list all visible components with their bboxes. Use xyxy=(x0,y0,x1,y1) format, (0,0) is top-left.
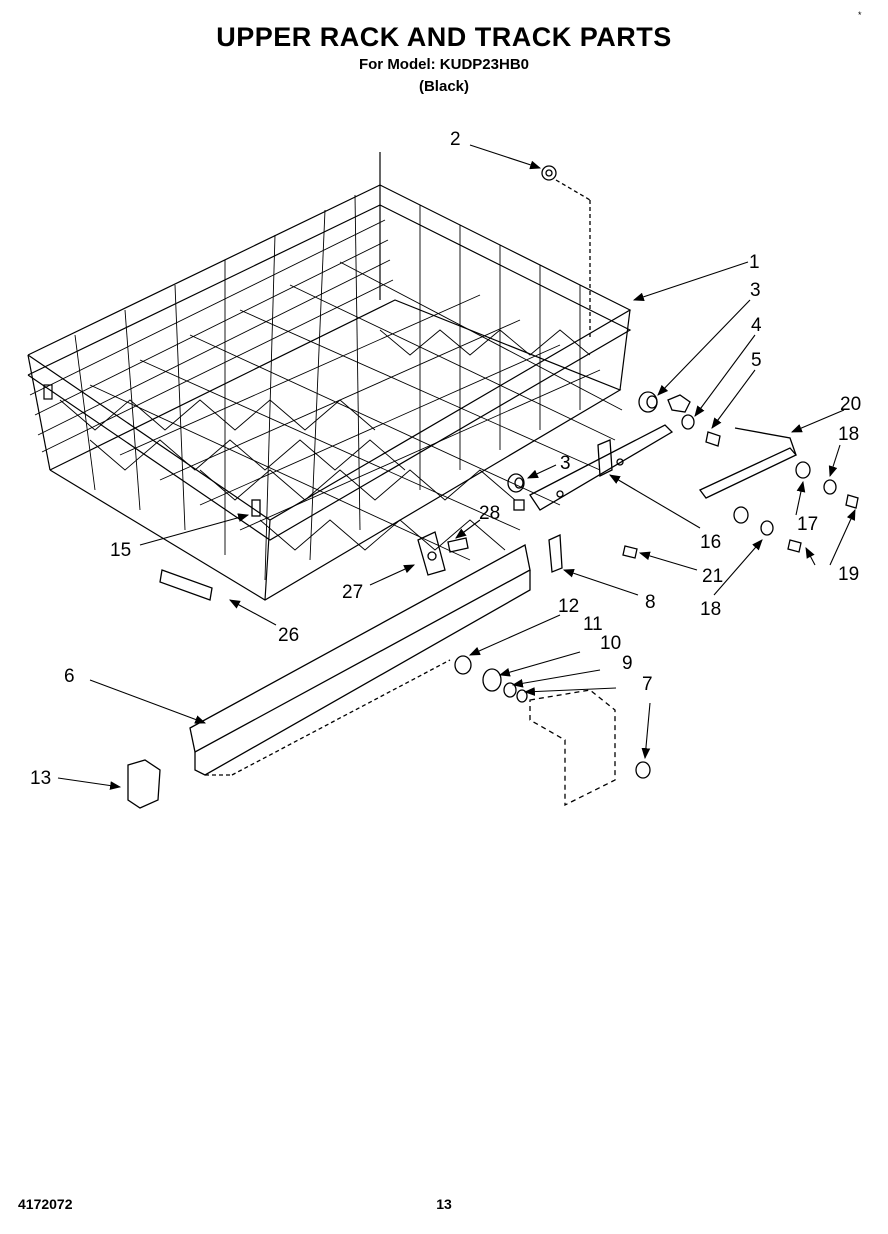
washer-part-4b xyxy=(681,414,695,430)
callout-26: 26 xyxy=(278,625,299,646)
bracket-part-27 xyxy=(417,531,446,576)
color-line: (Black) xyxy=(418,78,470,95)
callout-7: 7 xyxy=(642,674,653,695)
callout-21: 21 xyxy=(702,566,723,587)
callout-12: 12 xyxy=(558,596,579,617)
callout-11: 11 xyxy=(583,614,603,635)
bracket-part-16 xyxy=(529,424,674,511)
callout-15: 15 xyxy=(110,540,131,561)
washer-part-18-lower xyxy=(760,520,774,536)
stop-part-26 xyxy=(159,569,213,601)
rack-wires-cross xyxy=(74,194,581,581)
callout-17: 17 xyxy=(797,514,818,535)
screw-part-21 xyxy=(622,545,638,559)
pin-part-28 xyxy=(447,537,469,553)
screw-part-19-upper xyxy=(845,494,859,509)
callout-2: 2 xyxy=(450,129,461,150)
callout-28: 28 xyxy=(479,503,500,524)
clip-part-4 xyxy=(667,394,691,413)
callout-19: 19 xyxy=(838,564,859,585)
document-number: 4172072 xyxy=(18,1196,73,1212)
housing-outline xyxy=(529,689,616,807)
nut-part-2 xyxy=(541,165,557,181)
clip-part-8 xyxy=(548,534,563,573)
callout-4: 4 xyxy=(751,315,762,336)
rack-wires-long xyxy=(29,219,623,561)
nut-part-7 xyxy=(635,761,651,779)
wheel-part-3-upper xyxy=(638,391,658,413)
clip-part-3-lower xyxy=(513,499,525,511)
callout-10: 10 xyxy=(600,633,621,654)
track-part-6 xyxy=(189,544,531,776)
screw-part-5 xyxy=(705,431,721,447)
callout-8: 8 xyxy=(645,592,656,613)
callout-18-lower: 18 xyxy=(700,599,721,620)
callout-13: 13 xyxy=(30,768,51,789)
rack-tines xyxy=(59,329,591,551)
page-title: UPPER RACK AND TRACK PARTS xyxy=(216,22,672,52)
callout-9: 9 xyxy=(622,653,633,674)
upper-rack-part-1 xyxy=(27,152,632,601)
endcap-part-13 xyxy=(127,759,161,809)
corner-mark: * xyxy=(858,10,862,20)
callout-6: 6 xyxy=(64,666,75,687)
callout-27: 27 xyxy=(342,582,363,603)
wheel-part-3-lower xyxy=(507,473,525,493)
callout-3-upper: 3 xyxy=(750,280,761,301)
callout-labels: 2 1 3 4 5 20 18 3 17 16 28 15 21 19 27 8… xyxy=(30,129,861,789)
wheel-part-17-lower xyxy=(733,506,749,524)
arm-part-20 xyxy=(698,427,798,499)
callout-16: 16 xyxy=(700,532,721,553)
wheel-part-17-upper xyxy=(795,461,811,479)
model-line: For Model: KUDP23HB0 xyxy=(358,56,530,73)
washer-part-9 xyxy=(516,689,528,703)
screw-part-19-lower xyxy=(787,539,802,553)
callout-18-upper: 18 xyxy=(838,424,859,445)
wheel-part-12 xyxy=(454,655,472,675)
callout-1: 1 xyxy=(749,252,760,273)
washer-part-18-upper xyxy=(823,479,837,495)
callout-20: 20 xyxy=(840,394,861,415)
page-number: 13 xyxy=(436,1196,452,1212)
callout-5: 5 xyxy=(751,350,762,371)
callout-3-lower: 3 xyxy=(560,453,571,474)
washer-part-10 xyxy=(503,682,517,698)
post-part-15 xyxy=(251,499,261,517)
wheel-part-11 xyxy=(482,668,502,692)
